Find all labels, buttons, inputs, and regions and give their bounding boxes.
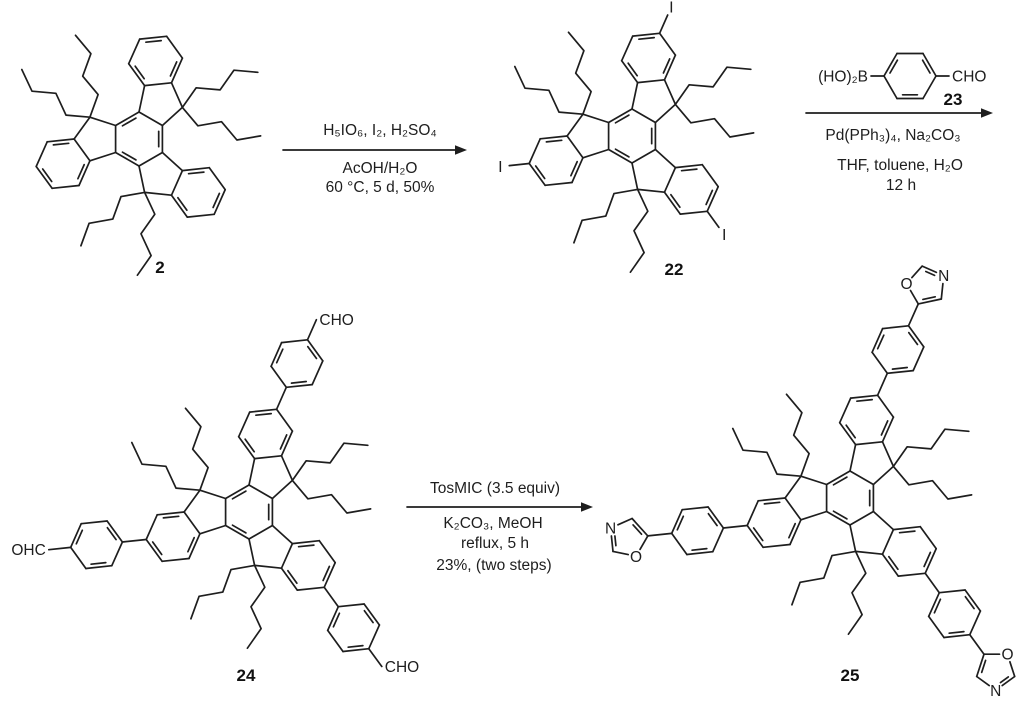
aldehyde-label: CHO (385, 659, 419, 676)
oxygen-label: O (900, 276, 912, 293)
reaction-arrow-1 (282, 145, 467, 155)
iodine-label: I (669, 0, 673, 16)
compound-2-label: 2 (155, 258, 165, 277)
step2-time-text: 12 h (885, 177, 917, 194)
nitrogen-label: N (605, 521, 616, 538)
step1-conditions-text: 60 °C, 5 d, 50% (325, 179, 435, 196)
step1-reagents-text: H₅IO₆, I₂, H₂SO₄ (323, 122, 437, 139)
structure-22: I I I (498, 0, 755, 274)
reaction-arrow-3 (406, 502, 593, 512)
nitrogen-label: N (990, 683, 1001, 700)
step2-solvent-text: THF, toluene, H₂O (837, 157, 963, 174)
boronic-acid-label: (HO)₂B (818, 69, 868, 86)
step3-yield-text: 23%, (two steps) (436, 557, 552, 574)
structure-2 (20, 34, 262, 277)
arrowhead-icon (581, 502, 593, 512)
step3-conditions-text: reflux, 5 h (460, 535, 530, 552)
arrowhead-icon (455, 145, 467, 155)
structure-24: CHO CHO OHC (11, 312, 419, 676)
compound-24-label: 24 (236, 666, 256, 685)
reaction-arrow-2 (805, 108, 993, 118)
oxygen-label: O (1001, 647, 1013, 664)
iodine-label: I (722, 227, 726, 244)
compound-22-label: 22 (664, 260, 684, 279)
compound-23-label: 23 (943, 90, 963, 109)
aldehyde-label: CHO (319, 312, 353, 329)
compound-25-label: 25 (840, 666, 860, 685)
arrowhead-icon (981, 108, 993, 118)
oxygen-label: O (630, 549, 642, 566)
step3-reagent-text: TosMIC (3.5 equiv) (429, 480, 561, 497)
structure-23-boronic-acid: (HO)₂B CHO (818, 52, 986, 100)
nitrogen-label: N (938, 268, 949, 285)
iodine-label: I (498, 159, 502, 176)
step2-catalyst-text: Pd(PPh₃)₄, Na₂CO₃ (825, 127, 961, 144)
step1-solvent-text: AcOH/H₂O (342, 160, 418, 177)
aldehyde-label: CHO (952, 69, 986, 86)
aldehyde-label: OHC (11, 542, 45, 559)
step3-base-text: K₂CO₃, MeOH (443, 515, 543, 532)
